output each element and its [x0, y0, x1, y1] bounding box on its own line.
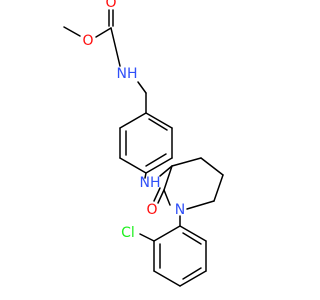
- pip-bond-c5-c6: [213, 174, 224, 202]
- bond-methyl-o: [63, 26, 81, 37]
- cl-ring-bond-4: [179, 270, 207, 287]
- bond-o-carbonyl-c: [95, 27, 112, 38]
- atom-labels: O O NH NH N O Cl: [82, 0, 185, 241]
- lactam-carbonyl-double-2: [153, 187, 161, 202]
- aryl-amine-nh-label: NH: [140, 175, 161, 191]
- pip-bond-c2-c3: [163, 165, 173, 191]
- chlorine-label: Cl: [121, 225, 135, 241]
- aryl-amine-link: [144, 165, 173, 179]
- methoxy-oxygen-label: O: [82, 33, 93, 49]
- pip-bond-c3-c4: [171, 157, 202, 167]
- bond-carbonyl-c-n: [110, 27, 121, 67]
- piperidinone-ring: [153, 157, 224, 210]
- carbamate-group: [63, 9, 147, 94]
- molecule-structure-diagram: O O NH NH N O Cl: [0, 0, 300, 300]
- cl-ring-bond-1: [153, 225, 181, 242]
- ring-bond-6: [119, 112, 147, 129]
- bond-n-ch2: [137, 81, 147, 94]
- lactam-carbonyl-oxygen-label: O: [146, 202, 157, 218]
- pip-bond-c4-c5: [200, 157, 224, 176]
- pip-bond-c6-n: [186, 200, 215, 210]
- chlorophenyl-ring: [139, 215, 207, 287]
- lactam-nitrogen-label: N: [175, 202, 185, 218]
- ring-inner-double-1: [148, 118, 168, 131]
- ring-bond-1: [145, 112, 173, 129]
- carbamate-nh-label: NH: [117, 66, 138, 82]
- cl-ring-bond-3: [153, 270, 181, 287]
- bond-ring-nh: [144, 172, 147, 179]
- cl-ring-inner-double-3: [182, 232, 202, 245]
- cl-ring-bond-6: [179, 225, 207, 242]
- benzene-ring-middle: [119, 92, 173, 174]
- carbamate-carbonyl-oxygen-label: O: [105, 0, 116, 11]
- bond-nh-c3: [159, 165, 173, 177]
- pip-bond-n-c2: [163, 189, 171, 206]
- cl-ring-inner-double-2: [182, 267, 202, 280]
- bond-ring-cl: [139, 233, 155, 242]
- ring-bond-3: [145, 157, 173, 174]
- lactam-carbonyl-double-1: [157, 189, 165, 204]
- ring-bond-4: [119, 157, 147, 174]
- canvas-background: [0, 0, 300, 300]
- ring-inner-double-2: [145, 153, 167, 167]
